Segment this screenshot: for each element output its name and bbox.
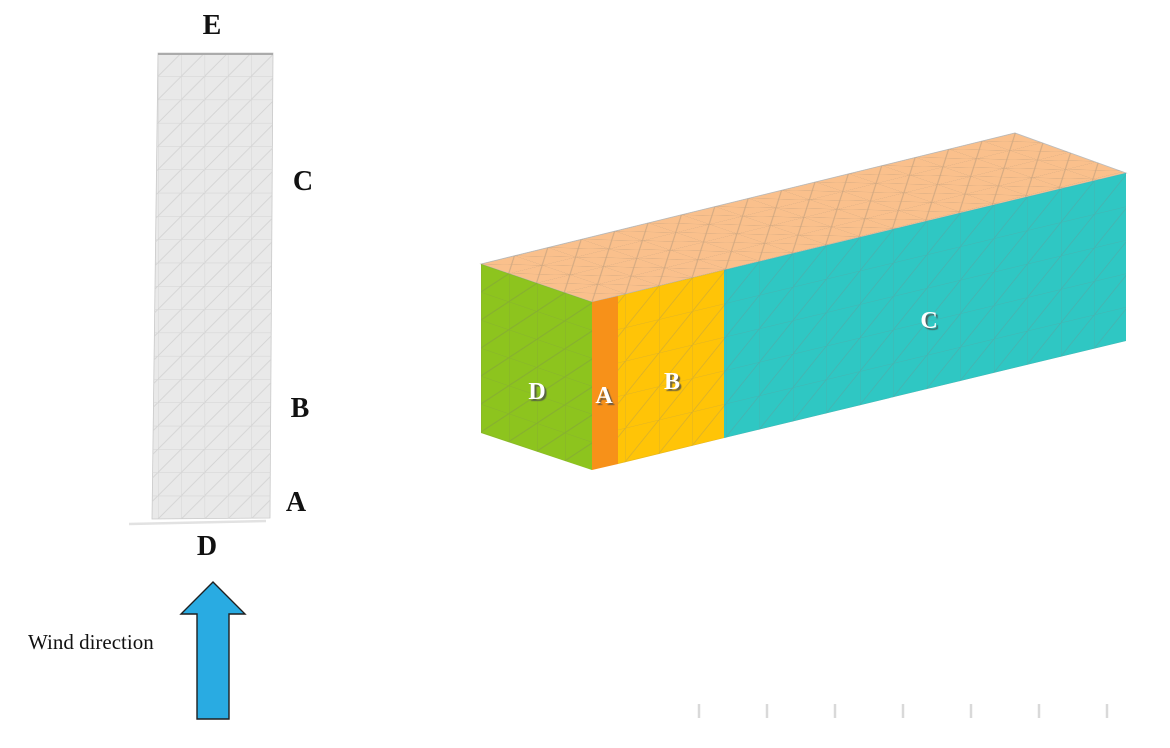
beam-face-label-c: C xyxy=(920,308,938,334)
wind-direction-label: Wind direction xyxy=(28,630,154,654)
elevation-panel-shadow xyxy=(128,519,267,526)
beam-face-label-b: B xyxy=(663,369,681,395)
elevation-label-d: D xyxy=(196,531,218,562)
elevation-label-e: E xyxy=(202,10,222,41)
beam-face-label-d: D xyxy=(528,379,546,405)
wind-arrow xyxy=(179,581,247,720)
beam-top-face-mesh xyxy=(481,133,1126,302)
elevation-label-b: B xyxy=(290,393,310,424)
beam-side-mesh xyxy=(618,173,1126,464)
beam-face-label-a: A xyxy=(595,383,613,409)
beam-strip-a xyxy=(592,296,618,470)
elevation-label-c: C xyxy=(292,166,314,197)
elevation-panel-mesh xyxy=(152,53,273,519)
beam-end-face-mesh xyxy=(481,264,592,470)
elevation-label-a: A xyxy=(285,487,307,518)
